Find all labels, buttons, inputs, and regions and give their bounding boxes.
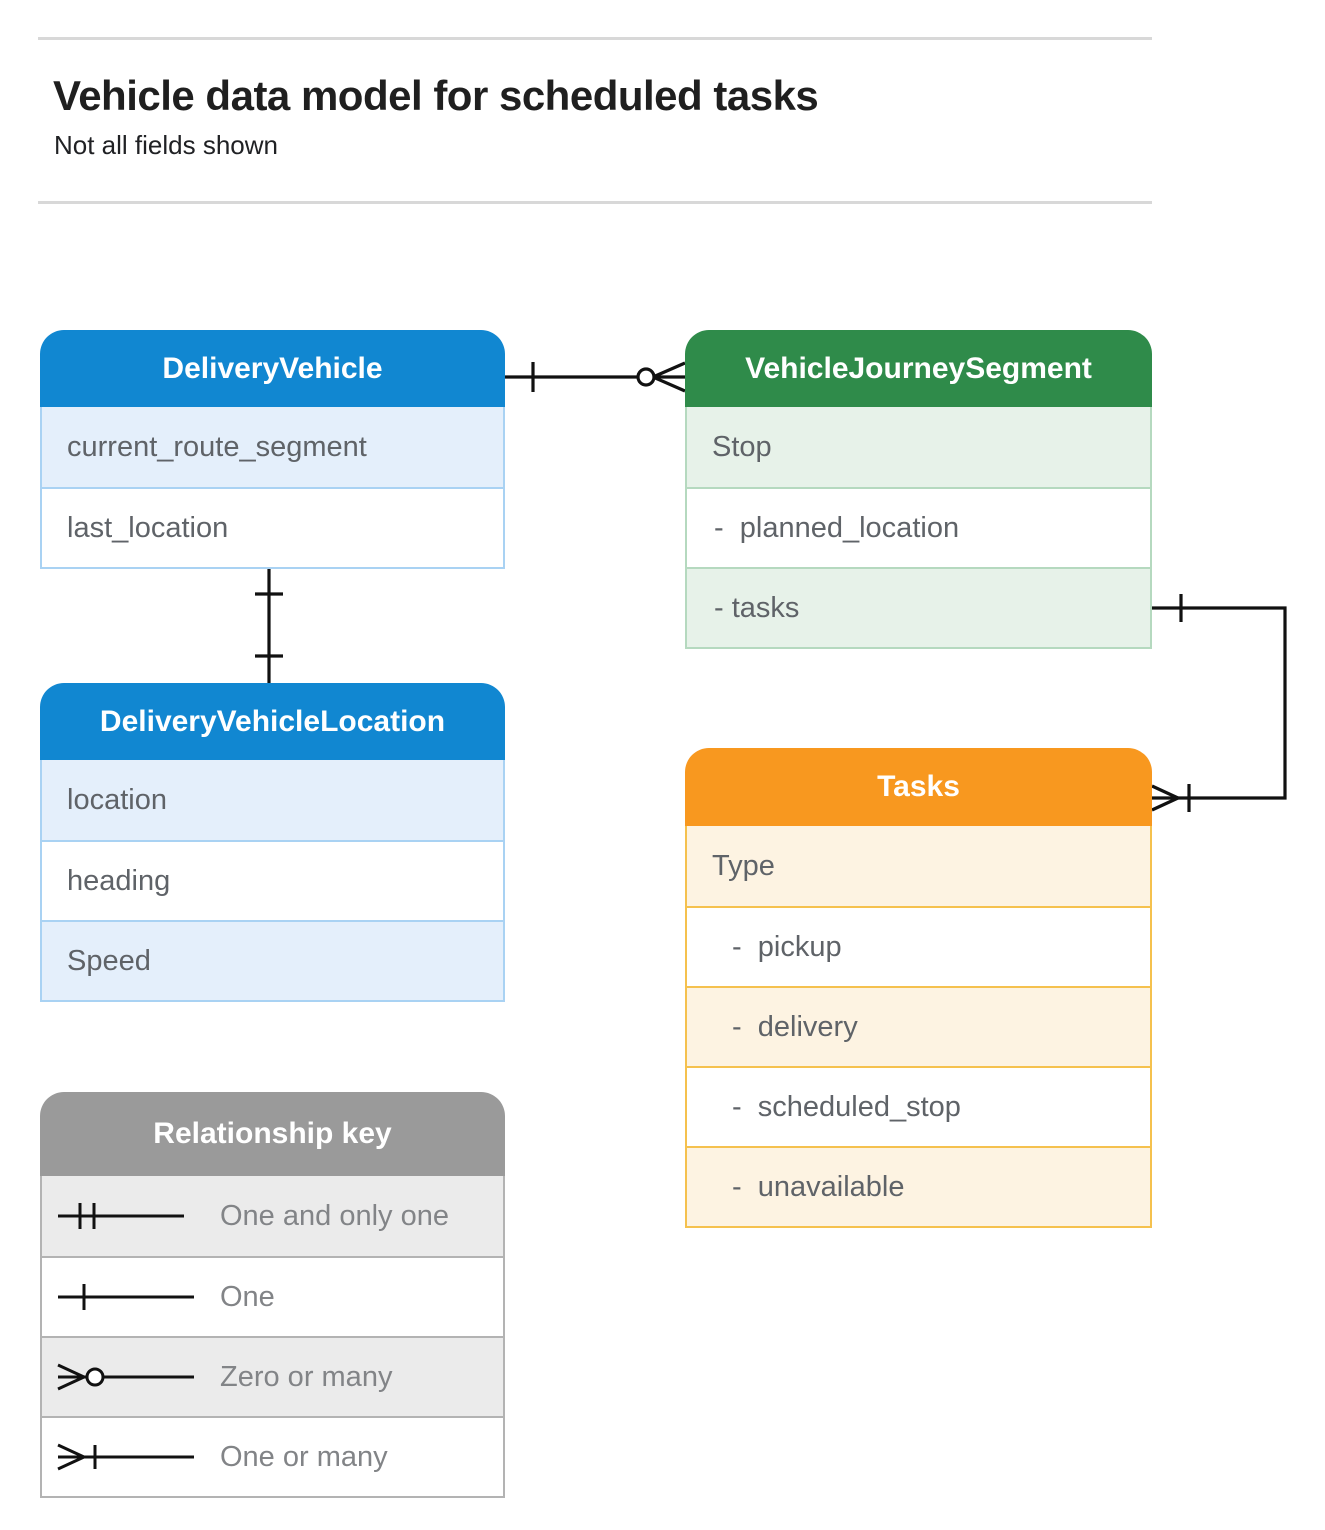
top-divider <box>38 37 1152 40</box>
field-row: - unavailable <box>687 1146 1150 1226</box>
page-subtitle: Not all fields shown <box>54 130 278 160</box>
entity-fields: Stop - planned_location - tasks <box>685 407 1152 649</box>
crow-foot-icon <box>652 361 686 393</box>
zero-or-many-icon <box>57 1363 194 1391</box>
entity-fields: current_route_segment last_location <box>40 407 505 569</box>
relationship-key-header: Relationship key <box>40 1092 505 1176</box>
field-row: heading <box>42 840 503 920</box>
connector-vehiclejourneysegment-tasks <box>1151 594 1287 812</box>
entity-header: DeliveryVehicle <box>40 330 505 407</box>
field-row: - pickup <box>687 906 1150 986</box>
connector-deliveryvehicle-deliveryvehiclelocation <box>255 567 283 683</box>
one-icon <box>58 1284 194 1310</box>
crow-foot-icon <box>1151 784 1179 812</box>
entity-header: VehicleJourneySegment <box>685 330 1152 407</box>
legend-label: One and only one <box>220 1199 449 1232</box>
entity-delivery-vehicle: DeliveryVehicle current_route_segment la… <box>40 330 505 569</box>
field-row: location <box>42 760 503 840</box>
field-row: Type <box>687 826 1150 906</box>
entity-fields: Type - pickup - delivery - scheduled_sto… <box>685 826 1152 1228</box>
field-row: Stop <box>687 407 1150 487</box>
one-or-many-icon <box>57 1443 194 1471</box>
zero-circle-icon <box>636 367 656 387</box>
entity-tasks: Tasks Type - pickup - delivery - schedul… <box>685 748 1152 1228</box>
entity-delivery-vehicle-location: DeliveryVehicleLocation location heading… <box>40 683 505 1002</box>
entity-vehicle-journey-segment: VehicleJourneySegment Stop - planned_loc… <box>685 330 1152 649</box>
legend-row: Zero or many <box>42 1336 503 1416</box>
legend-row: One or many <box>42 1416 503 1496</box>
entity-fields: location heading Speed <box>40 760 505 1002</box>
legend-row: One and only one <box>42 1176 503 1256</box>
entity-header: Tasks <box>685 748 1152 826</box>
legend-label: One <box>220 1280 275 1313</box>
legend-label: One or many <box>220 1440 388 1473</box>
one-and-only-one-icon <box>58 1203 184 1229</box>
field-row: last_location <box>42 487 503 567</box>
field-row: - planned_location <box>687 487 1150 567</box>
connector-deliveryvehicle-vehiclejourneysegment <box>505 361 686 393</box>
field-row: - tasks <box>687 567 1150 647</box>
legend-row: One <box>42 1256 503 1336</box>
connector-line <box>1152 606 1287 800</box>
field-row: - delivery <box>687 986 1150 1066</box>
field-row: Speed <box>42 920 503 1000</box>
legend-label: Zero or many <box>220 1360 393 1393</box>
field-row: - scheduled_stop <box>687 1066 1150 1146</box>
bottom-divider <box>38 201 1152 204</box>
relationship-key: Relationship key One and only one One <box>40 1092 505 1498</box>
relationship-key-rows: One and only one One Zero or many <box>40 1176 505 1498</box>
page-title: Vehicle data model for scheduled tasks <box>53 72 819 119</box>
field-row: current_route_segment <box>42 407 503 487</box>
entity-header: DeliveryVehicleLocation <box>40 683 505 760</box>
